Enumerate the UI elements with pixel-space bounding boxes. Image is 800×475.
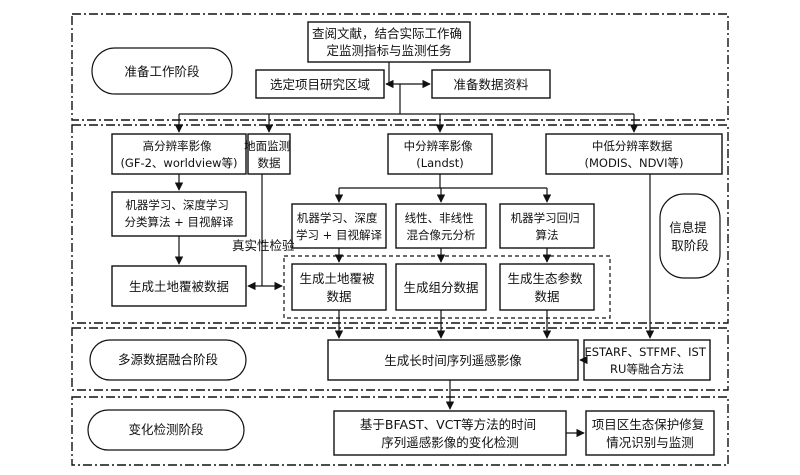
node-high-res-line-1: 高分辨率影像 — [143, 139, 212, 153]
connectors — [174, 62, 655, 438]
node-landcover-high: 生成土地覆被数据 — [111, 265, 247, 307]
node-change-detect-line-1: 基于BFAST、VCT等方法的时间 — [360, 417, 536, 432]
node-ml-regress-line-1: 机器学习回归 — [511, 211, 580, 225]
node-low-res-text: 中低分辨率数据 (MODIS、NDVI等) — [584, 139, 683, 170]
phase-extraction-line-1: 信息提 — [669, 220, 707, 235]
node-change-detect-text: 基于BFAST、VCT等方法的时间 序列遥感影像的变化检测 — [360, 417, 540, 450]
node-eco-param-line-1: 生成生态参数 — [508, 271, 584, 286]
node-identify-text: 项目区生态保护修复 情况识别与监测 — [592, 417, 709, 450]
node-eco-param-text: 生成生态参数 数据 — [508, 271, 587, 304]
node-low-res-line-1: 中低分辨率数据 — [592, 139, 673, 153]
truth-check-label: 真实性检验 — [232, 238, 295, 253]
node-landcover-mid-line-2: 数据 — [326, 289, 351, 304]
node-ml-high: 机器学习、深度学习 分类算法 + 目视解译 — [111, 191, 247, 237]
phase-extraction-line-2: 取阶段 — [671, 238, 709, 253]
node-review-text: 查阅文献，结合实际工作确 定监测指标与监测任务 — [312, 26, 466, 58]
node-ml-mid-line-2: 学习 + 目视解译 — [296, 228, 382, 242]
node-ml-regress-text: 机器学习回归 算法 — [511, 211, 584, 242]
phase-detection-text: 变化检测阶段 — [128, 422, 203, 437]
node-prepare-data-text: 准备数据资料 — [453, 77, 529, 92]
node-ml-high-text: 机器学习、深度学习 分类算法 + 目视解译 — [125, 198, 234, 229]
node-high-res-line-2: (GF-2、worldview等) — [120, 156, 237, 170]
node-select-area-text: 选定项目研究区域 — [270, 77, 370, 92]
node-identify: 项目区生态保护修复 情况识别与监测 — [585, 410, 715, 456]
node-high-res: 高分辨率影像 (GF-2、worldview等) — [111, 133, 247, 175]
node-fusion-methods-line-2: RU等融合方法 — [610, 362, 684, 376]
node-high-res-text: 高分辨率影像 (GF-2、worldview等) — [120, 139, 237, 170]
node-identify-line-1: 项目区生态保护修复 — [592, 417, 705, 432]
phase-label-detection: 变化检测阶段 — [87, 409, 245, 451]
node-prepare-data: 准备数据资料 — [431, 69, 551, 99]
generated-data-group — [283, 255, 611, 319]
node-timeseries: 生成长时间序列遥感影像 — [327, 339, 579, 381]
phase-fusion-text: 多源数据融合阶段 — [118, 352, 218, 367]
node-identify-line-2: 情况识别与监测 — [606, 435, 694, 450]
node-mid-res-line-1: 中分辨率影像 — [404, 139, 473, 153]
node-mid-res-line-2: (Landst) — [416, 156, 464, 170]
node-ml-mid-line-1: 机器学习、深度 — [297, 211, 378, 225]
node-ground-line-1: 地面监测 — [244, 139, 290, 153]
node-ml-mid-text: 机器学习、深度 学习 + 目视解译 — [296, 211, 382, 242]
node-change-detect: 基于BFAST、VCT等方法的时间 序列遥感影像的变化检测 — [333, 410, 567, 456]
node-low-res: 中低分辨率数据 (MODIS、NDVI等) — [545, 133, 723, 175]
node-component-text: 生成组分数据 — [403, 280, 478, 295]
node-ground-text: 地面监测 数据 — [244, 139, 294, 170]
phase-label-fusion: 多源数据融合阶段 — [89, 339, 247, 381]
node-fusion-methods-text: ESTARF、STFMF、IST RU等融合方法 — [584, 345, 709, 376]
node-unmixing-text: 线性、非线性 混合像元分析 — [405, 211, 478, 242]
node-landcover-mid: 生成土地覆被 数据 — [291, 263, 387, 311]
node-fusion-methods-line-1: ESTARF、STFMF、IST — [584, 345, 706, 359]
node-mid-res: 中分辨率影像 (Landst) — [387, 133, 493, 175]
node-unmixing-line-2: 混合像元分析 — [407, 228, 476, 242]
node-ground: 地面监测 数据 — [244, 133, 294, 175]
node-change-detect-line-2: 序列遥感影像的变化检测 — [381, 435, 519, 450]
node-eco-param: 生成生态参数 数据 — [499, 263, 595, 311]
node-landcover-high-text: 生成土地覆被数据 — [129, 279, 229, 294]
node-eco-param-line-2: 数据 — [534, 289, 559, 304]
phase-preparation-text: 准备工作阶段 — [124, 64, 199, 79]
phase-label-extraction: 信息提 取阶段 — [659, 193, 721, 279]
node-ml-regress: 机器学习回归 算法 — [499, 203, 595, 249]
phase-label-preparation: 准备工作阶段 — [91, 47, 233, 95]
node-mid-res-text: 中分辨率影像 (Landst) — [404, 139, 477, 170]
preparation-phase-border — [71, 13, 729, 121]
node-ground-line-2: 数据 — [258, 156, 281, 170]
node-ml-regress-line-2: 算法 — [536, 228, 559, 242]
node-review-line-2: 定监测指标与监测任务 — [326, 43, 451, 58]
node-component: 生成组分数据 — [395, 263, 487, 311]
phase-extraction-text: 信息提 取阶段 — [669, 220, 711, 253]
node-ml-mid: 机器学习、深度 学习 + 目视解译 — [291, 203, 387, 249]
node-timeseries-text: 生成长时间序列遥感影像 — [384, 353, 522, 368]
node-unmixing-line-1: 线性、非线性 — [405, 211, 474, 225]
detection-phase-border — [71, 396, 729, 466]
node-low-res-line-2: (MODIS、NDVI等) — [584, 156, 683, 170]
node-ml-high-line-2: 分类算法 + 目视解译 — [125, 215, 234, 229]
node-review: 查阅文献，结合实际工作确 定监测指标与监测任务 — [307, 21, 471, 63]
node-unmixing: 线性、非线性 混合像元分析 — [395, 203, 487, 249]
node-landcover-mid-line-1: 生成土地覆被 — [300, 271, 376, 286]
fusion-phase-border — [71, 327, 729, 391]
node-review-line-1: 查阅文献，结合实际工作确 — [312, 26, 462, 41]
node-select-area: 选定项目研究区域 — [255, 69, 385, 99]
node-landcover-mid-text: 生成土地覆被 数据 — [300, 271, 379, 304]
extraction-phase-border — [71, 124, 729, 324]
node-ml-high-line-1: 机器学习、深度学习 — [125, 198, 229, 212]
node-fusion-methods: ESTARF、STFMF、IST RU等融合方法 — [583, 339, 711, 381]
